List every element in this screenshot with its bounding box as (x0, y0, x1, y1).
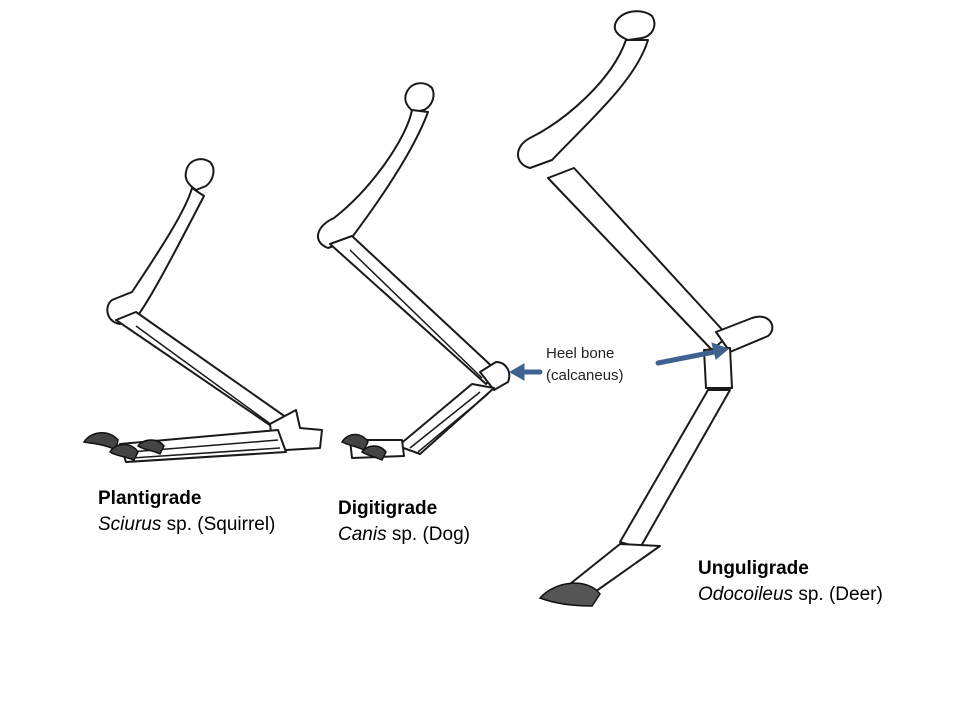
digitigrade-fibula (350, 250, 482, 378)
unguligrade-genus: Odocoileus (698, 584, 793, 605)
plantigrade-species: Sciurus sp. (Squirrel) (98, 512, 275, 538)
calcaneus-callout: Heel bone (calcaneus) (546, 343, 624, 387)
unguligrade-metatarsal (620, 390, 730, 548)
digitigrade-tibia (330, 236, 498, 384)
unguligrade-hoof (540, 583, 600, 606)
plantigrade-genus: Sciurus (98, 514, 161, 535)
plantigrade-femur-head (186, 159, 214, 190)
digitigrade-label: Digitigrade Canis sp. (Dog) (338, 496, 470, 548)
digitigrade-title: Digitigrade (338, 496, 470, 522)
digitigrade-common: sp. (Dog) (387, 524, 470, 545)
unguligrade-calcaneus (716, 317, 772, 352)
digitigrade-femur (318, 110, 428, 248)
digitigrade-genus: Canis (338, 524, 387, 545)
unguligrade-species: Odocoileus sp. (Deer) (698, 582, 883, 608)
callout-line-1: Heel bone (546, 343, 624, 365)
plantigrade-label: Plantigrade Sciurus sp. (Squirrel) (98, 486, 275, 538)
digitigrade-species: Canis sp. (Dog) (338, 522, 470, 548)
unguligrade-common: sp. (Deer) (793, 584, 883, 605)
plantigrade-fibula (136, 326, 276, 428)
unguligrade-tibia (548, 168, 728, 350)
callout-line-2: (calcaneus) (546, 365, 624, 387)
arrowhead-left (510, 364, 524, 380)
unguligrade-femur-head (615, 11, 655, 40)
unguligrade-femur (518, 40, 648, 168)
digitigrade-leg-skeleton (318, 83, 509, 460)
unguligrade-title: Unguligrade (698, 556, 883, 582)
unguligrade-leg-skeleton (518, 11, 772, 606)
plantigrade-common: sp. (Squirrel) (161, 514, 275, 535)
digitigrade-femur-head (405, 83, 433, 112)
plantigrade-femur (107, 188, 204, 324)
plantigrade-title: Plantigrade (98, 486, 275, 512)
unguligrade-label: Unguligrade Odocoileus sp. (Deer) (698, 556, 883, 608)
plantigrade-leg-skeleton (84, 159, 322, 462)
